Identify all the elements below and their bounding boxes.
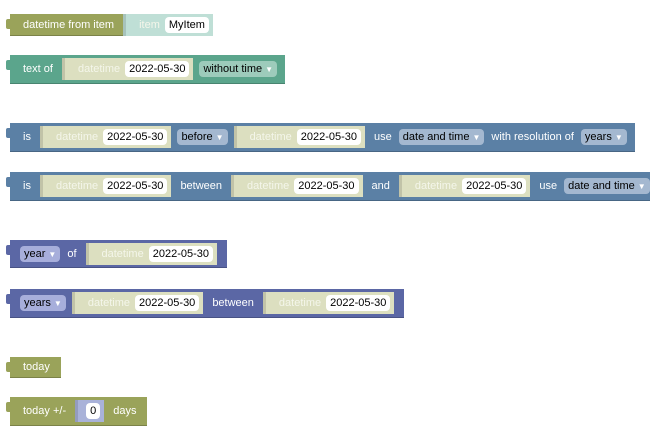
datetime-label: datetime [247, 180, 290, 192]
dropdown-arrow-icon: ▼ [215, 133, 224, 142]
today-offset-block[interactable]: today +/- 0 days [5, 397, 148, 426]
block-label: today +/- [23, 405, 67, 417]
dropdown-arrow-icon: ▼ [637, 182, 646, 191]
dropdown-value: date and time [568, 180, 635, 192]
between-label: between [212, 297, 254, 309]
of-label: of [67, 247, 77, 260]
block-label: text of [23, 63, 53, 75]
date-field[interactable]: 2022-05-30 [462, 178, 527, 194]
resolution-label: with resolution of [491, 131, 574, 143]
years-between-block[interactable]: years▼ datetime 2022-05-30 between dateti… [5, 289, 405, 318]
dropdown-arrow-icon: ▼ [265, 65, 274, 74]
dropdown-value: without time [203, 63, 263, 75]
datetime-block[interactable]: datetime 2022-05-30 [262, 292, 395, 314]
dropdown-arrow-icon: ▼ [53, 299, 62, 308]
year-of-block[interactable]: year▼ of datetime 2022-05-30 [6, 240, 227, 268]
datetime-label: datetime [414, 180, 458, 192]
comparison-dropdown[interactable]: before▼ [177, 129, 228, 145]
use-label: use [374, 131, 392, 143]
datetime-label: datetime [249, 131, 292, 143]
unit-dropdown[interactable]: year▼ [20, 245, 61, 262]
item-block[interactable]: item MyItem [123, 13, 213, 36]
datetime-block[interactable]: datetime 2022-05-30 [39, 126, 172, 148]
block-label: is [23, 131, 31, 143]
dropdown-value: before [181, 131, 213, 143]
mode-dropdown[interactable]: date and time▼ [398, 129, 485, 145]
format-dropdown[interactable]: without time▼ [199, 61, 278, 77]
datetime-block[interactable]: datetime 2022-05-30 [71, 292, 204, 314]
datetime-label: datetime [101, 247, 144, 260]
datetime-block[interactable]: datetime 2022-05-30 [231, 175, 363, 197]
dropdown-value: years [24, 297, 51, 309]
dropdown-value: years [584, 131, 612, 143]
dropdown-arrow-icon: ▼ [472, 133, 481, 142]
unit-dropdown[interactable]: years▼ [20, 295, 66, 311]
and-label: and [371, 180, 390, 192]
datetime-block[interactable]: datetime 2022-05-30 [398, 175, 531, 197]
datetime-label: datetime [55, 131, 99, 143]
block-label: datetime from item [23, 18, 115, 31]
block-label: today [23, 361, 50, 373]
date-field[interactable]: 2022-05-30 [135, 295, 200, 311]
item-label: item [139, 18, 160, 31]
date-field[interactable]: 2022-05-30 [103, 178, 168, 194]
block-label: is [23, 180, 31, 192]
date-field[interactable]: 2022-05-30 [148, 245, 213, 262]
date-field[interactable]: 2022-05-30 [125, 61, 190, 77]
use-label: use [539, 180, 558, 192]
days-label: days [113, 405, 137, 417]
resolution-dropdown[interactable]: years▼ [580, 129, 627, 145]
number-block[interactable]: 0 [75, 400, 105, 422]
date-field[interactable]: 2022-05-30 [103, 129, 168, 145]
datetime-block[interactable]: datetime 2022-05-30 [61, 58, 194, 80]
is-between-block[interactable]: is datetime 2022-05-30 between datetime 20… [6, 172, 650, 201]
datetime-label: datetime [77, 63, 121, 75]
text-of-block[interactable]: text of datetime 2022-05-30 without time… [5, 55, 286, 84]
date-field[interactable]: 2022-05-30 [326, 295, 391, 311]
datetime-label: datetime [87, 297, 131, 309]
item-name-field[interactable]: MyItem [164, 16, 209, 33]
dropdown-arrow-icon: ▼ [614, 133, 623, 142]
date-field[interactable]: 2022-05-30 [296, 129, 362, 145]
dropdown-arrow-icon: ▼ [48, 249, 57, 259]
dropdown-value: year [24, 247, 46, 260]
dropdown-value: date and time [402, 131, 470, 143]
datetime-block[interactable]: datetime 2022-05-30 [233, 126, 366, 148]
mode-dropdown[interactable]: date and time▼ [564, 178, 650, 194]
date-field[interactable]: 2022-05-30 [294, 178, 359, 194]
datetime-from-item-block[interactable]: datetime from item item MyItem [6, 13, 213, 36]
number-field[interactable]: 0 [86, 403, 101, 419]
datetime-block[interactable]: datetime 2022-05-30 [39, 175, 172, 197]
datetime-label: datetime [55, 180, 99, 192]
today-block[interactable]: today [6, 357, 61, 378]
datetime-label: datetime [278, 297, 322, 309]
datetime-block[interactable]: datetime 2022-05-30 [85, 242, 217, 265]
between-label: between [180, 180, 223, 192]
